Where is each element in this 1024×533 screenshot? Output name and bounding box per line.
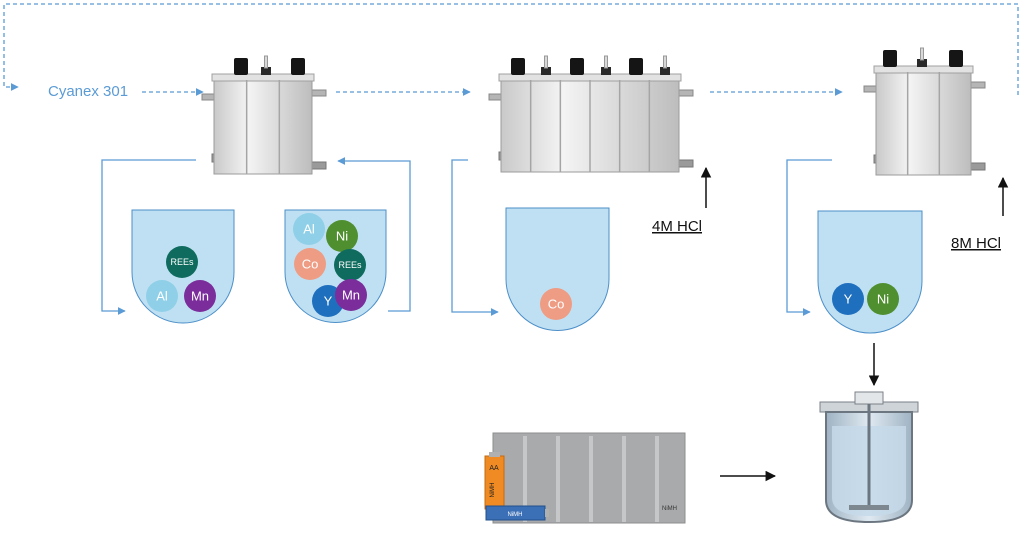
ion-ball-y: Y [832,283,864,315]
ion-ball-rees: REEs [166,246,198,278]
svg-text:Al: Al [303,222,315,237]
mixer-settler-unit-1 [201,55,327,175]
flow-lines [101,157,832,316]
recycle-loop [3,3,1019,96]
stirred-tank [819,391,919,524]
svg-text:Mn: Mn [342,288,360,303]
aa-horizontal-type: NiMH [508,512,523,518]
ion-ball-rees: REEs [334,249,366,281]
svg-text:Ni: Ni [336,229,348,244]
svg-text:Al: Al [156,289,168,304]
svg-text:Co: Co [302,257,319,272]
svg-text:Mn: Mn [191,289,209,304]
svg-text:REEs: REEs [170,257,194,267]
vessel-cobalt [505,207,610,331]
feed-label: Cyanex 301 [48,83,128,100]
aa-battery-horizontal: NiMH [485,505,549,521]
aa-cell-label: AA [489,465,499,472]
pack-type-label: NiMH [662,506,677,512]
ion-ball-mn: Mn [184,280,216,312]
ion-ball-al: Al [293,213,325,245]
svg-text:Y: Y [844,292,853,307]
ion-ball-ni: Ni [867,283,899,315]
svg-text:Ni: Ni [877,292,889,307]
vessel-yttrium-nickel [817,210,923,334]
ion-ball-ni: Ni [326,220,358,252]
ion-ball-co: Co [540,288,572,320]
mixer-settler-unit-2 [488,55,694,173]
strip-acid-label-8m: 8M HCl [951,235,1001,252]
svg-text:REEs: REEs [338,260,362,270]
ion-ball-mn: Mn [335,279,367,311]
aa-battery-vertical: AA NiMH [484,452,505,510]
battery-pack: NiMH [492,432,686,524]
svg-text:Y: Y [324,294,333,309]
aa-cell-type: NiMH [490,483,496,498]
strip-acid-label-4m: 4M HCl [652,218,702,235]
ion-ball-al: Al [146,280,178,312]
svg-text:Co: Co [548,297,565,312]
ion-ball-co: Co [294,248,326,280]
mixer-settler-unit-3 [863,47,986,176]
strip-arrows [700,166,1009,216]
